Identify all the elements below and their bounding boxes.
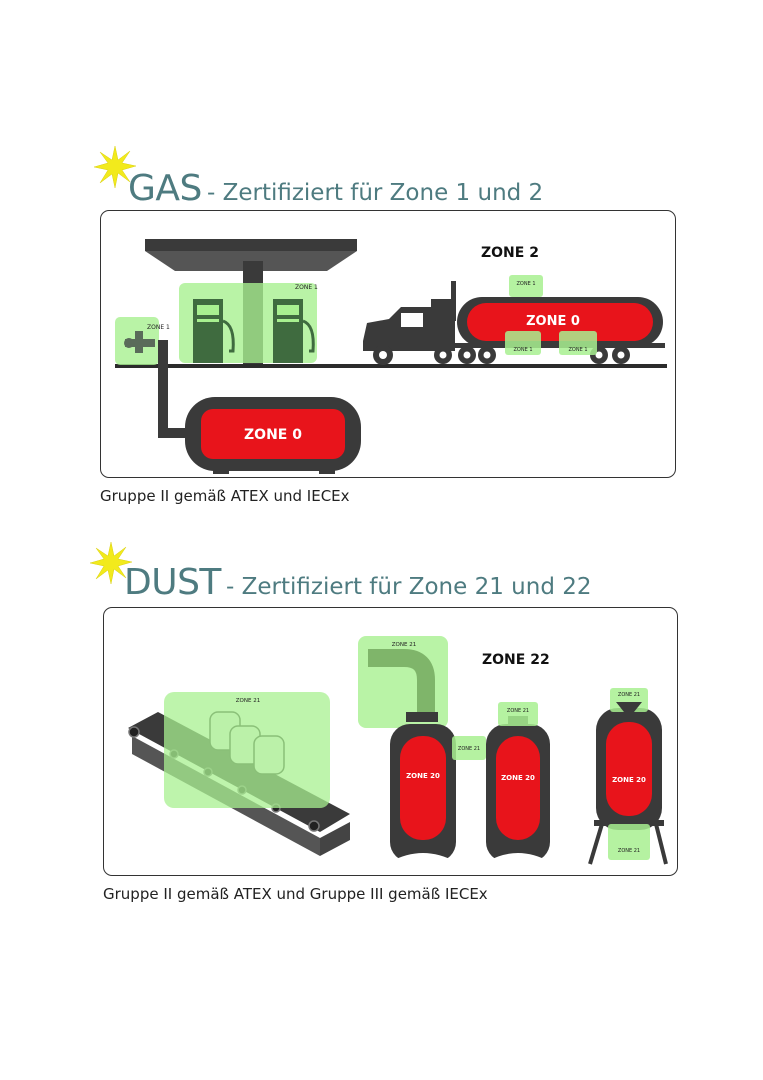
gas-heading: GAS - Zertifiziert für Zone 1 und 2 [128, 168, 543, 209]
gas-section: GAS - Zertifiziert für Zone 1 und 2 [0, 140, 763, 520]
underground-tank-zone0 [201, 409, 345, 459]
gas-pump-icon [193, 299, 235, 363]
silo3-top-zone21-label: ZONE 21 [618, 692, 640, 698]
gas-title: GAS [128, 168, 202, 209]
underground-pipe [158, 340, 189, 438]
dust-title: DUST [124, 562, 221, 603]
gas-subtitle: - Zertifiziert für Zone 1 und 2 [206, 180, 544, 206]
silo3-zone20-label: ZONE 20 [612, 776, 646, 784]
truck-valve-zone1-label: ZONE 1 [513, 347, 532, 353]
connector-zone21-box [452, 736, 486, 760]
silo3-bottom-zone21-box [608, 824, 650, 860]
dust-zone22-label: ZONE 22 [482, 652, 550, 668]
gas-caption: Gruppe II gemäß ATEX und IECEx [100, 487, 350, 505]
dust-diagram-panel: ZONE 22 ZONE 21 [103, 607, 678, 876]
canopy-roof [145, 239, 357, 251]
silo3-bottom-zone21-label: ZONE 21 [618, 848, 640, 854]
tank-zone0-label: ZONE 0 [244, 427, 302, 443]
silo-icon [486, 716, 550, 862]
pipe-zone21-label: ZONE 21 [392, 642, 416, 648]
inlet-pipe [368, 649, 435, 712]
truck-zone0-label: ZONE 0 [526, 314, 580, 329]
dust-subtitle: - Zertifiziert für Zone 21 und 22 [226, 574, 592, 600]
gas-diagram-panel: ZONE 1 ZONE 1 ZONE 0 ZONE 2 [100, 210, 676, 478]
flash-icon [90, 542, 132, 584]
truck-top-zone1-label: ZONE 1 [516, 281, 535, 287]
silo-icon [390, 724, 456, 862]
truck-rear-zone1-label: ZONE 1 [568, 347, 587, 353]
conveyor-zone21-label: ZONE 21 [236, 698, 260, 704]
gas-pump-icon [273, 299, 315, 363]
conveyor-zone21-box [164, 692, 330, 808]
flash-icon [94, 146, 136, 188]
truck-valve-zone1-box [505, 331, 541, 355]
gas-zone2-label: ZONE 2 [481, 245, 539, 261]
silo2-top-zone21-box [498, 702, 538, 726]
truck-rear-zone1-box [559, 331, 597, 355]
valve-icon [124, 331, 155, 353]
dust-heading: DUST - Zertifiziert für Zone 21 und 22 [124, 562, 592, 603]
gas-diagram: ZONE 1 ZONE 1 ZONE 0 ZONE 2 [115, 239, 667, 474]
connector-zone21-label: ZONE 21 [458, 746, 480, 752]
dust-diagram: ZONE 22 ZONE 21 [128, 636, 668, 865]
silo1-zone20-label: ZONE 20 [406, 772, 440, 780]
truck-top-zone1-box [509, 275, 543, 297]
ground-line [115, 364, 667, 368]
silo-icon [588, 708, 668, 865]
dust-caption: Gruppe II gemäß ATEX und Gruppe III gemä… [103, 885, 488, 903]
silo2-top-zone21-label: ZONE 21 [507, 708, 529, 714]
dust-section: DUST - Zertifiziert für Zone 21 und 22 Z… [0, 540, 763, 920]
silo2-zone20-label: ZONE 20 [501, 774, 535, 782]
pump-zone1-label: ZONE 1 [295, 284, 318, 291]
valve-zone1-label: ZONE 1 [147, 324, 170, 331]
